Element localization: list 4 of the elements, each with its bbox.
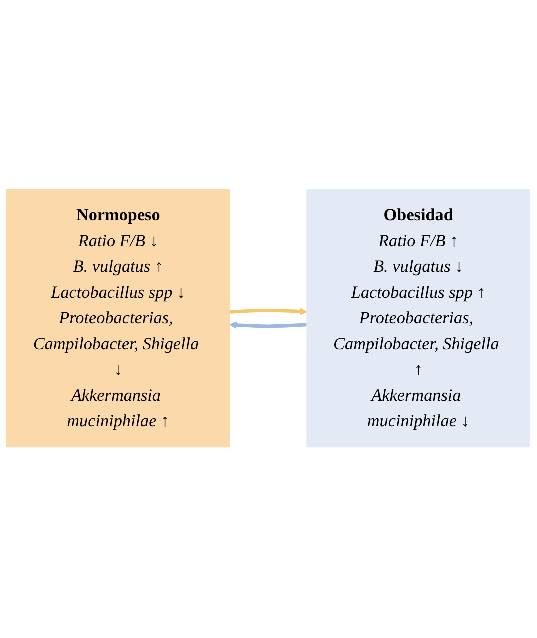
arrow [230, 308, 308, 316]
node-box: Normopeso Ratio F/B ↓ B. vulgatus ↑ Lactobacillus spp ↓ Proteobacterias, Campilobacter, Shigella ↓ Akkermansia muciniphilae ↑ [6, 190, 230, 448]
arrow [230, 322, 308, 330]
node-box: Obesidad Ratio F/B ↑ B. vulgatus ↓ Lactobacillus spp ↑ Proteobacterias, Campilobacter, Shigella ↑ Akkermansia muciniphilae ↓ [306, 190, 531, 448]
